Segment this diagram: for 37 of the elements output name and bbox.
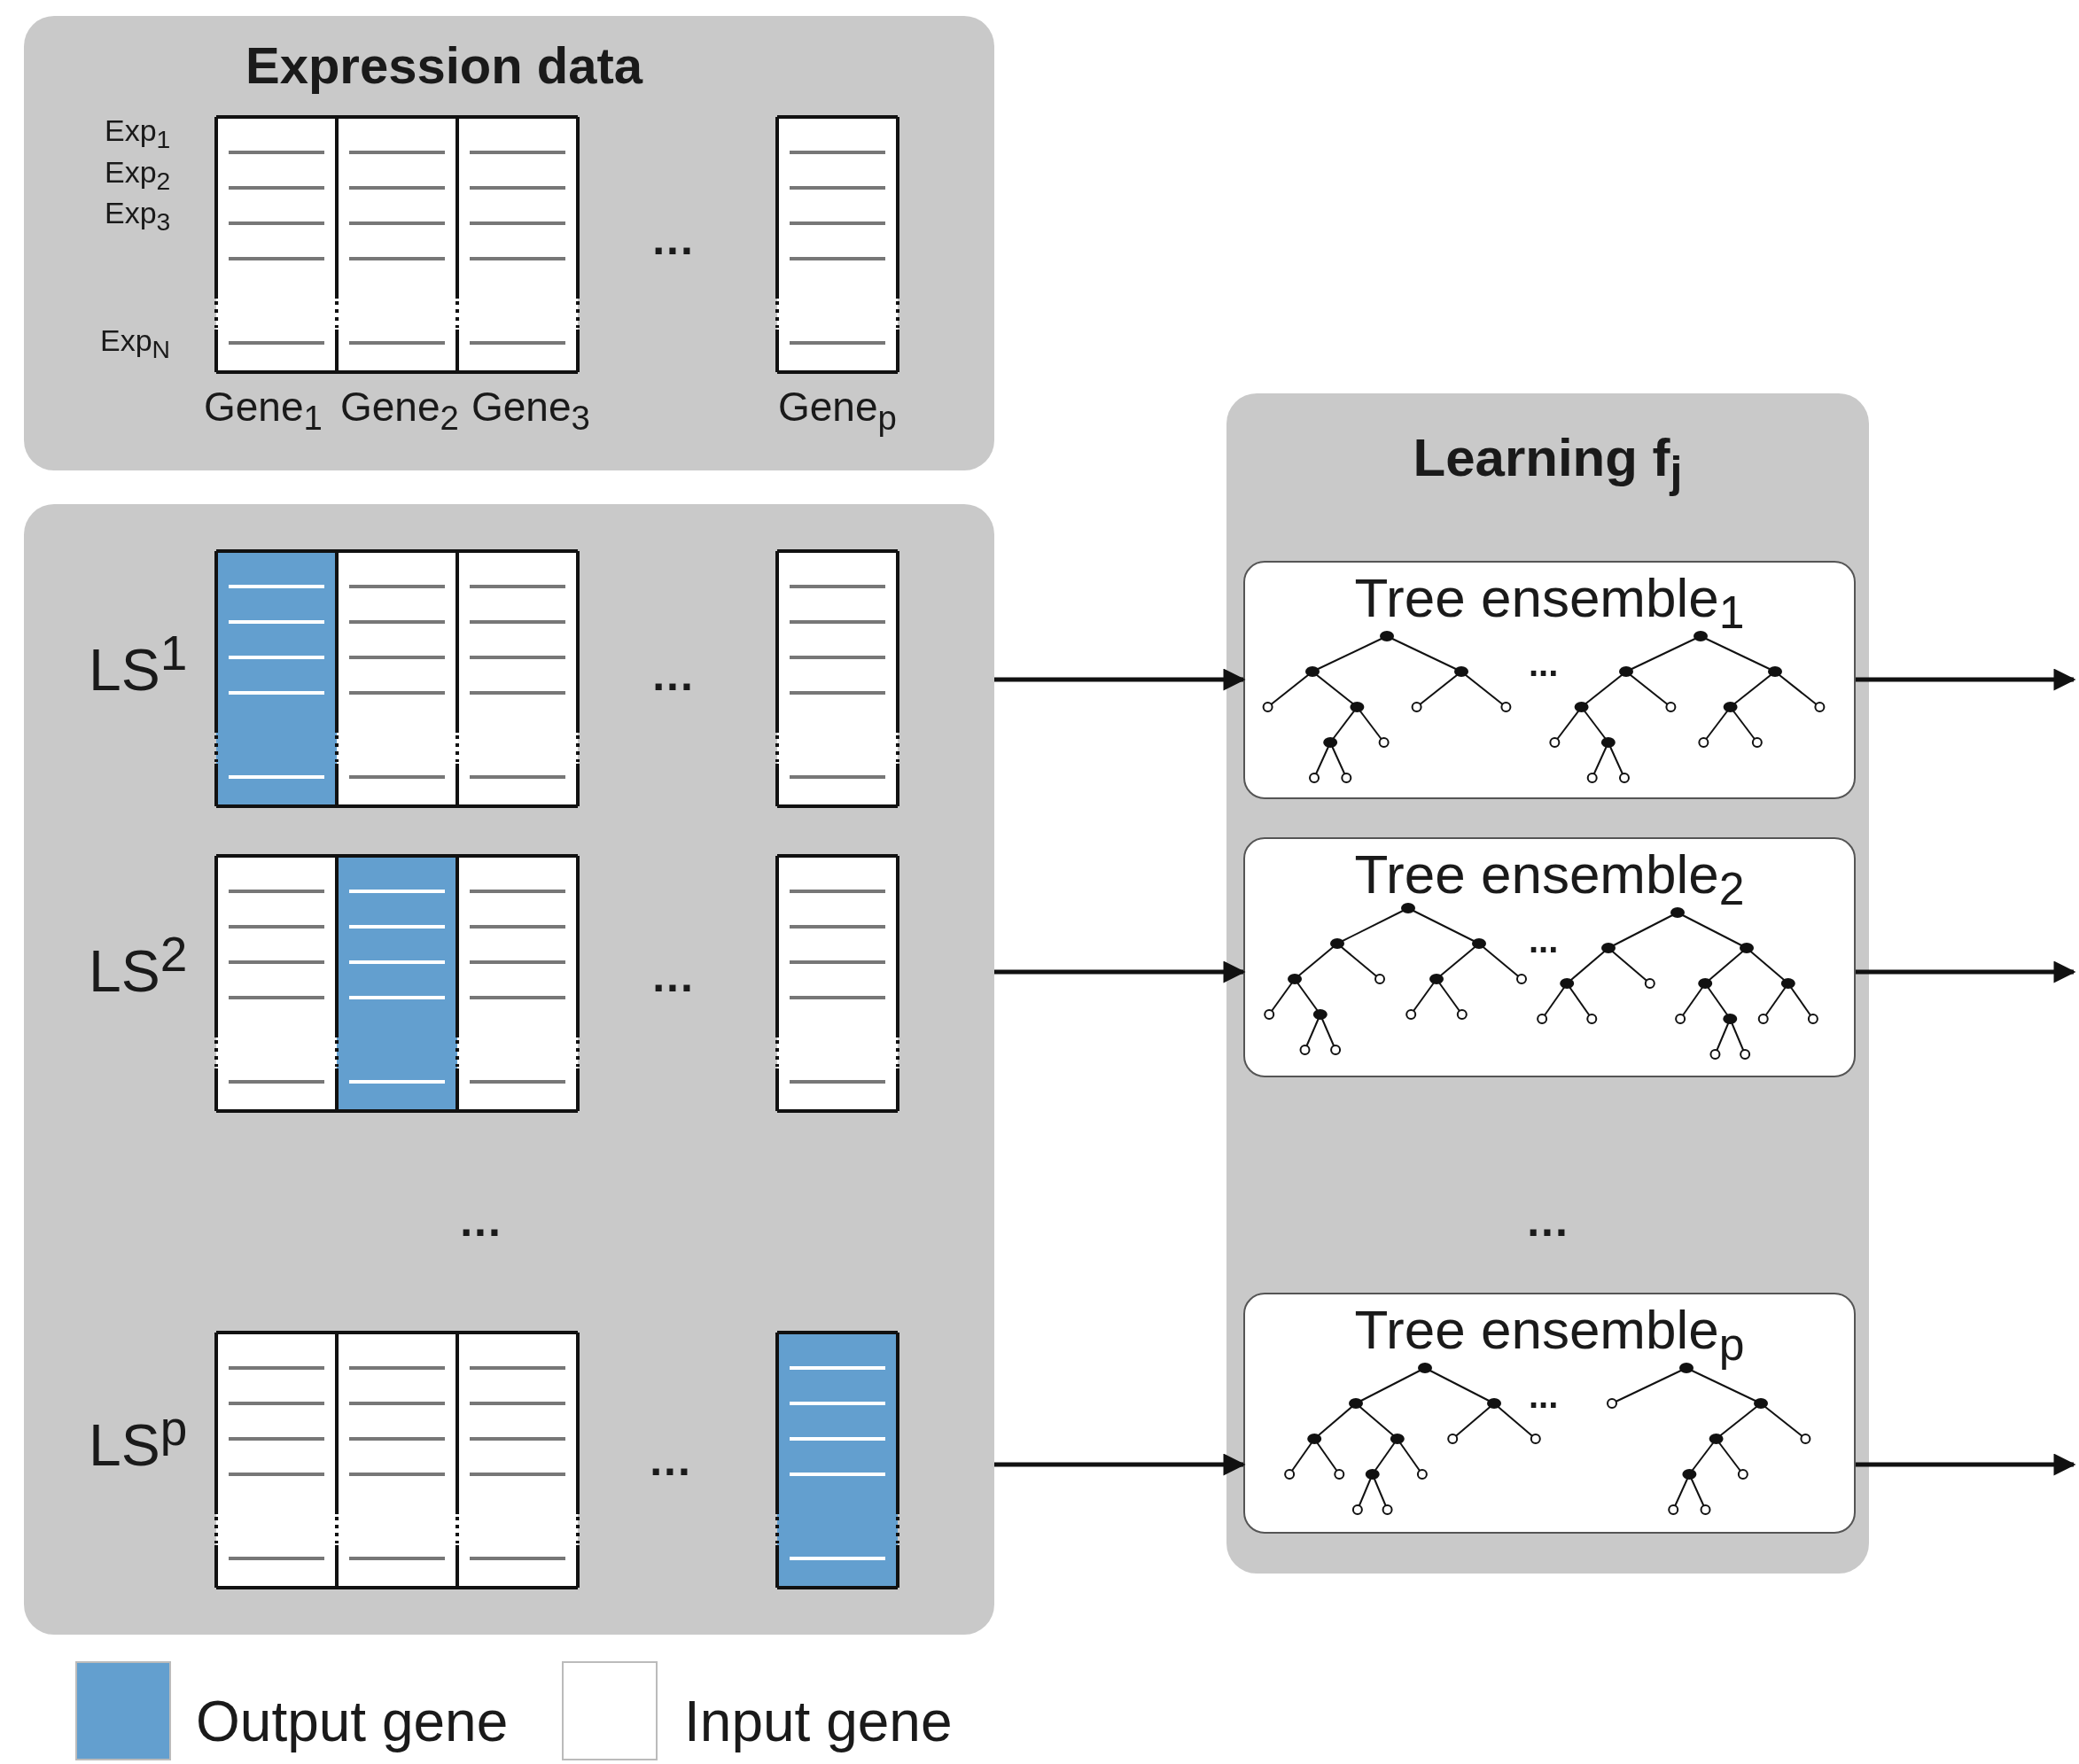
legend-label: Output gene	[196, 1689, 509, 1754]
tree-ensemble-card	[1243, 561, 1856, 799]
arrow	[1856, 668, 2076, 691]
ellipsis: ...	[1529, 644, 1559, 684]
row-label: Exp$_{N}$	[100, 323, 171, 364]
row-label: Exp$_{3}$	[105, 196, 171, 237]
column-label: Gene$_{p}$	[778, 383, 897, 439]
ellipsis: ...	[460, 1195, 502, 1247]
ellipsis: ...	[1529, 921, 1559, 960]
column-label: Gene$_{2}$	[340, 383, 459, 439]
sample-label: LS$^{1}$	[89, 625, 188, 703]
title: Learning f$_{j}$	[1412, 427, 1684, 498]
sample-label: LS$^{p}$	[89, 1400, 188, 1479]
arrow	[1856, 1453, 2076, 1476]
tree-ensemble-card	[1243, 837, 1856, 1077]
panel-background	[1226, 393, 1869, 1574]
ellipsis: ...	[652, 649, 695, 701]
arrow	[994, 960, 1246, 983]
legend-label: Input gene	[684, 1689, 953, 1754]
row-label: Exp$_{2}$	[105, 155, 171, 196]
row-label: Exp$_{1}$	[105, 113, 171, 154]
column-label: Gene$_{3}$	[471, 383, 590, 439]
arrow	[994, 668, 1246, 691]
title: Tree ensemble$_{p}$	[1353, 1298, 1746, 1372]
title: Tree ensemble$_{1}$	[1353, 566, 1746, 640]
ellipsis: ...	[1527, 1195, 1569, 1247]
sample-label: LS$^{2}$	[89, 926, 188, 1005]
arrow	[994, 1453, 1246, 1476]
ellipsis: ...	[1529, 1376, 1559, 1416]
column-label: Gene$_{1}$	[204, 383, 323, 439]
ellipsis: ...	[652, 214, 695, 265]
tree-ensemble-card	[1243, 1293, 1856, 1534]
arrow	[1856, 960, 2076, 983]
ellipsis: ...	[652, 951, 695, 1002]
ellipsis: ...	[650, 1434, 692, 1486]
title: Expression data	[245, 35, 643, 95]
title: Tree ensemble$_{2}$	[1353, 843, 1746, 916]
